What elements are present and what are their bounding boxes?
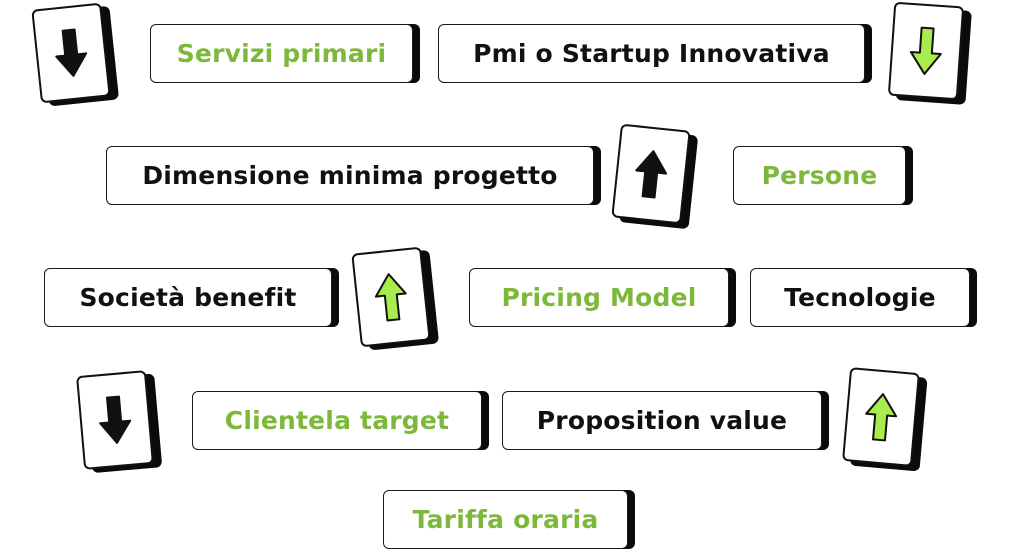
arrow-up-icon: [374, 273, 407, 322]
tag-dimensione-minima-progetto: Dimensione minima progetto: [106, 146, 594, 205]
arrow-down-icon: [55, 28, 88, 77]
tag-servizi-primari: Servizi primari: [150, 24, 413, 83]
tag-pmi-startup: Pmi o Startup Innovativa: [438, 24, 865, 83]
arrow-up-tile: [351, 246, 431, 348]
arrow-down-icon: [909, 26, 942, 75]
tag-tariffa-oraria: Tariffa oraria: [383, 490, 628, 549]
tag-persone: Persone: [733, 146, 906, 205]
arrow-down-tile: [31, 2, 111, 104]
tag-proposition-value: Proposition value: [502, 391, 822, 450]
tag-societa-benefit: Società benefit: [44, 268, 332, 327]
tag-pricing-model: Pricing Model: [469, 268, 729, 327]
tag-tecnologie: Tecnologie: [750, 268, 970, 327]
arrow-down-tile: [887, 1, 965, 101]
arrow-up-tile: [611, 123, 691, 225]
tag-clientela-target: Clientela target: [192, 391, 482, 450]
arrow-up-tile: [842, 367, 920, 467]
arrow-down-icon: [99, 395, 132, 444]
arrow-up-icon: [635, 150, 668, 199]
arrow-up-icon: [865, 393, 898, 442]
arrow-down-tile: [76, 370, 154, 470]
